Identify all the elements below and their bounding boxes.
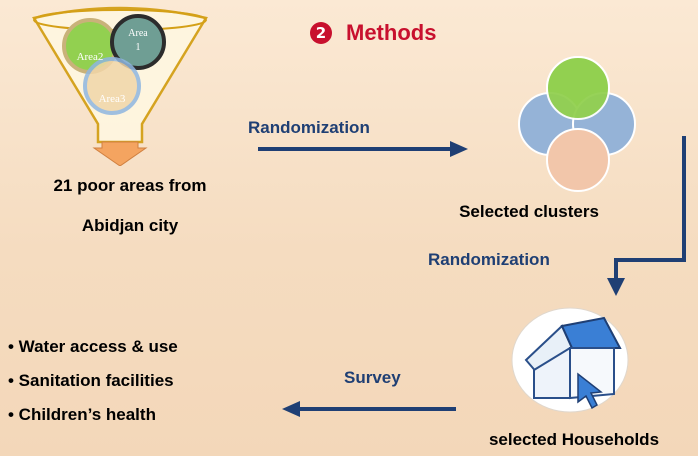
funnel-illustration: Area 1 Area2 Area3 bbox=[32, 6, 208, 166]
outcome-health: • Children’s health bbox=[8, 405, 156, 424]
section-title: 2 Methods bbox=[310, 20, 436, 46]
arrow-left-icon bbox=[282, 401, 456, 417]
cursor-icon bbox=[577, 372, 603, 410]
randomization-label-1: Randomization bbox=[248, 118, 370, 137]
outcome-water: • Water access & use bbox=[8, 337, 178, 356]
randomization-label-2: Randomization bbox=[428, 250, 550, 269]
area3-label: Area3 bbox=[99, 93, 126, 105]
area2-label: Area2 bbox=[77, 51, 104, 63]
house-roof bbox=[560, 316, 622, 349]
area1-label-b: 1 bbox=[136, 42, 141, 53]
households-label: selected Households bbox=[488, 430, 660, 449]
page-title: Methods bbox=[346, 20, 437, 45]
area-circle-1 bbox=[110, 14, 166, 70]
outcomes-list: • Water access & use • Sanitation facili… bbox=[8, 336, 178, 438]
outcome-sanitation: • Sanitation facilities bbox=[8, 371, 174, 390]
arrow-right-icon bbox=[258, 141, 468, 157]
section-number-badge: 2 bbox=[310, 22, 332, 44]
clusters-illustration bbox=[518, 56, 636, 192]
cluster-circle-peach bbox=[546, 128, 610, 192]
down-arrow-icon bbox=[92, 141, 148, 166]
house-illustration bbox=[511, 307, 629, 413]
clusters-label: Selected clusters bbox=[459, 202, 599, 221]
survey-label: Survey bbox=[344, 368, 401, 387]
area1-label-a: Area bbox=[128, 28, 148, 39]
source-label-2: Abidjan city bbox=[81, 216, 179, 235]
elbow-arrow-icon bbox=[607, 136, 686, 296]
source-label-1: 21 poor areas from bbox=[53, 176, 207, 195]
area-circle-3 bbox=[83, 57, 141, 115]
